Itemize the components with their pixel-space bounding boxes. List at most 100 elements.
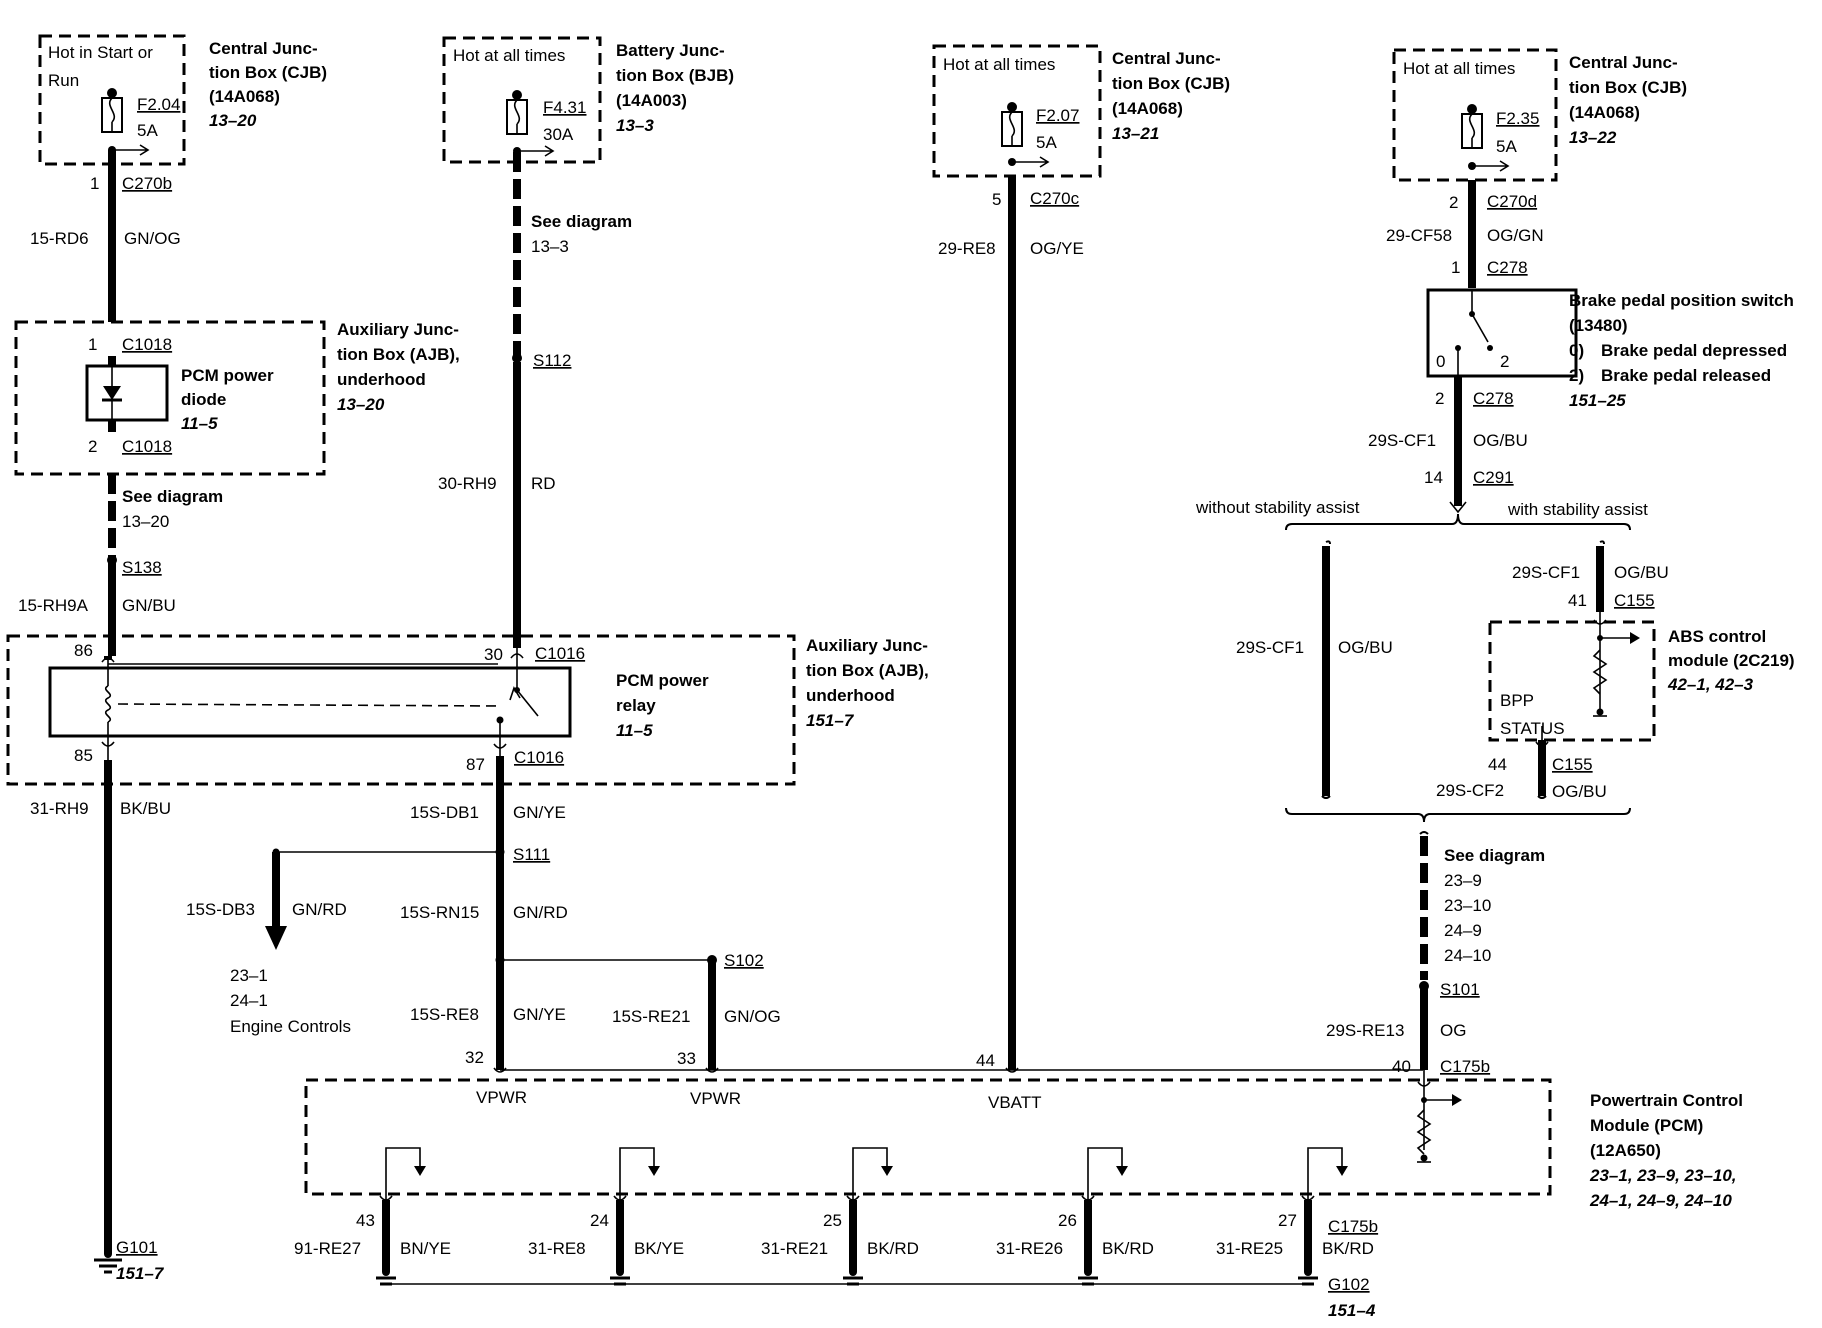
box-ref: 13–3 xyxy=(616,116,654,135)
wire-color: GN/YE xyxy=(513,1005,566,1024)
pin-number: 1 xyxy=(1451,258,1460,277)
wire-color: BN/YE xyxy=(400,1239,451,1258)
wire-id: 15S-RN15 xyxy=(400,903,479,922)
pin-number: 43 xyxy=(356,1211,375,1230)
wire-id: 31-RE26 xyxy=(996,1239,1063,1258)
box-name: tion Box (CJB) xyxy=(1112,74,1230,93)
pin-number: 25 xyxy=(823,1211,842,1230)
ground-id: G101 xyxy=(116,1238,158,1257)
see-diagram: See diagram xyxy=(1444,846,1545,865)
see-ref: 13–3 xyxy=(531,237,569,256)
box-name: (14A003) xyxy=(616,91,687,110)
connector-id: C1016 xyxy=(514,748,564,767)
wire-id: 29S-CF1 xyxy=(1368,431,1436,450)
fuse-id: F2.07 xyxy=(1036,106,1079,125)
wire-color: GN/BU xyxy=(122,596,176,615)
relay-label: relay xyxy=(616,696,656,715)
box-name: tion Box (CJB) xyxy=(209,63,327,82)
circuit-d: 5 C270c 29-RE8 OG/YE 44 VBATT xyxy=(938,176,1084,1112)
pcm-power-relay: 86 85 30 C1016 87 C1016 PCM power relay … xyxy=(6,634,929,786)
see-ref: 24–10 xyxy=(1444,946,1491,965)
pin-number: 26 xyxy=(1058,1211,1077,1230)
wire-id: 91-RE27 xyxy=(294,1239,361,1258)
wire-id: 29S-CF1 xyxy=(1512,563,1580,582)
pcm-label: Module (PCM) xyxy=(1590,1116,1703,1135)
abs-ref: 42–1, 42–3 xyxy=(1667,675,1754,694)
connector-id: C270c xyxy=(1030,189,1080,208)
connector-id: C175b xyxy=(1440,1057,1490,1076)
pin-number: 5 xyxy=(992,190,1001,209)
hot-label: Run xyxy=(48,71,79,90)
pin-number: 85 xyxy=(74,746,93,765)
wire-color: BK/RD xyxy=(1102,1239,1154,1258)
box-ref: 13–22 xyxy=(1569,128,1617,147)
pcm-ground-leg: 43 91-RE27 BN/YE xyxy=(294,1147,451,1286)
wire-id: 29-RE8 xyxy=(938,239,996,258)
box-name: tion Box (CJB) xyxy=(1569,78,1687,97)
pcm-label: (12A650) xyxy=(1590,1141,1661,1160)
ajb-ref: 151–7 xyxy=(806,711,855,730)
wire-id: 15S-DB1 xyxy=(410,803,479,822)
hot-label: Hot in Start or xyxy=(48,43,153,62)
connector-id: C1018 xyxy=(122,335,172,354)
fuse-amp: 5A xyxy=(1036,133,1057,152)
pin-name: VPWR xyxy=(476,1088,527,1107)
wire-color: OG/GN xyxy=(1487,226,1544,245)
see-ref: 23–9 xyxy=(1444,871,1482,890)
pin-number: 30 xyxy=(484,645,503,664)
wire-color: OG/BU xyxy=(1552,782,1607,801)
wire-color: BK/YE xyxy=(634,1239,684,1258)
ajb-label: Auxiliary Junc- xyxy=(806,636,928,655)
wire-id: 15S-RE8 xyxy=(410,1005,479,1024)
pin-number: 86 xyxy=(74,641,93,660)
abs-label: ABS control xyxy=(1668,627,1766,646)
diode-label: PCM power xyxy=(181,366,274,385)
box-name: Battery Junc- xyxy=(616,41,725,60)
option-without: without stability assist xyxy=(1195,498,1360,517)
wire-color: OG/BU xyxy=(1614,563,1669,582)
fuse-id: F2.04 xyxy=(137,95,180,114)
ground-id: G102 xyxy=(1328,1275,1370,1294)
pin-number: 33 xyxy=(677,1049,696,1068)
connector-id: C155 xyxy=(1614,591,1655,610)
fuse-box-bjb-f431: Hot at all times F4.31 30A Battery Junc-… xyxy=(442,36,734,164)
ground-g101: 31-RH9 BK/BU G101 151–7 xyxy=(30,760,171,1283)
box-ref: 13–20 xyxy=(209,111,257,130)
wire-color: BK/RD xyxy=(867,1239,919,1258)
wire-id: 29S-RE13 xyxy=(1326,1021,1404,1040)
wire-id: 29S-CF1 xyxy=(1236,638,1304,657)
splice-id: S101 xyxy=(1440,980,1480,999)
connector-id: C278 xyxy=(1487,258,1528,277)
pcm-ref: 23–1, 23–9, 23–10, xyxy=(1589,1166,1737,1185)
wire-id: 31-RE8 xyxy=(528,1239,586,1258)
fuse-amp: 5A xyxy=(137,121,158,140)
pin-number: 32 xyxy=(465,1048,484,1067)
box-name: (14A068) xyxy=(1569,103,1640,122)
hot-label: Hot at all times xyxy=(943,55,1055,74)
pin-number: 14 xyxy=(1424,468,1443,487)
wire-id: 29S-CF2 xyxy=(1436,781,1504,800)
switch-label: Brake pedal position switch xyxy=(1569,291,1794,310)
ajb-label: tion Box (AJB), xyxy=(337,345,460,364)
ajb-ref: 13–20 xyxy=(337,395,385,414)
pin-number: 1 xyxy=(90,174,99,193)
box-ref: 13–21 xyxy=(1112,124,1159,143)
pin-name: VBATT xyxy=(988,1093,1042,1112)
fuse-id: F4.31 xyxy=(543,98,586,117)
wire-color: GN/RD xyxy=(513,903,568,922)
wire-id: 31-RH9 xyxy=(30,799,89,818)
wire-id: 15S-DB3 xyxy=(186,900,255,919)
box-name: Central Junc- xyxy=(209,39,318,58)
switch-label: 0) xyxy=(1569,341,1584,360)
relay-ref: 11–5 xyxy=(616,721,653,740)
wire-color: OG xyxy=(1440,1021,1466,1040)
bpp-status: BPP xyxy=(1500,691,1534,710)
wire-color: OG/BU xyxy=(1473,431,1528,450)
switch-label: Brake pedal depressed xyxy=(1601,341,1787,360)
pcm-ground-leg: 26 31-RE26 BK/RD xyxy=(996,1147,1154,1286)
see-diagram: See diagram xyxy=(531,212,632,231)
